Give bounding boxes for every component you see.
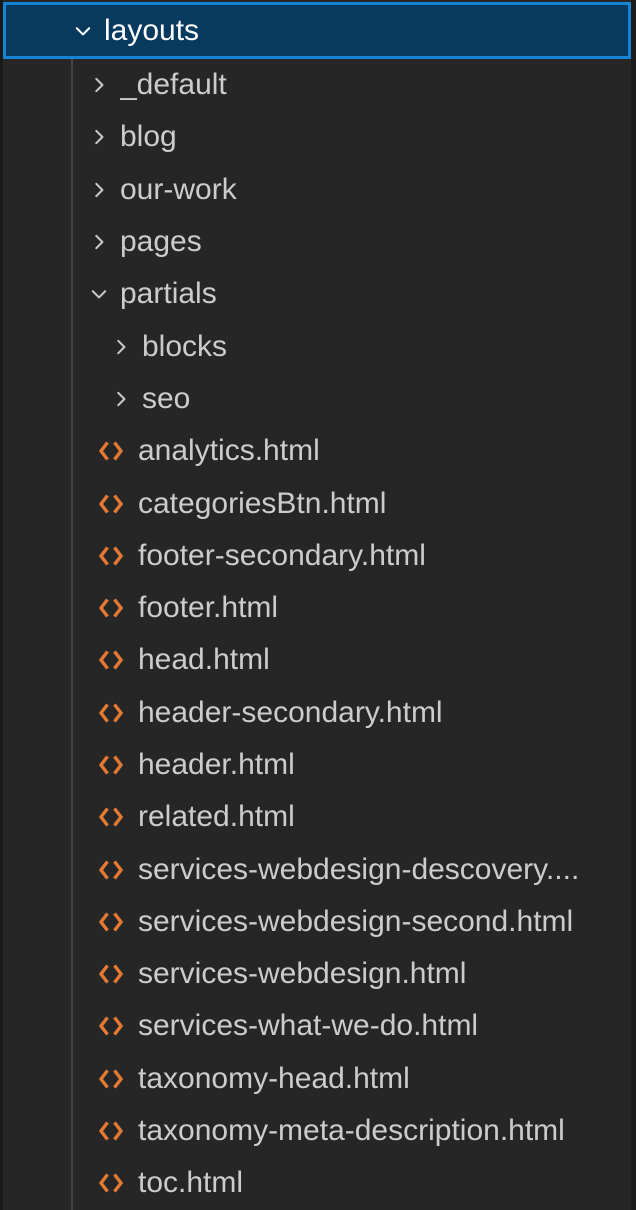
- tree-item-services-webdesign-html[interactable]: services-webdesign.html: [0, 948, 636, 1000]
- tree-item-label: our-work: [120, 174, 237, 205]
- chevron-right-icon[interactable]: [88, 126, 110, 148]
- tree-item-label: partials: [120, 279, 217, 310]
- panel-left-edge: [0, 0, 3, 1210]
- tree-item-label: _default: [120, 70, 227, 101]
- chevron-right-icon[interactable]: [88, 179, 110, 201]
- tree-item-label: related.html: [138, 802, 295, 833]
- tree-item-toc-html[interactable]: toc.html: [0, 1157, 636, 1209]
- html-file-icon: [97, 754, 125, 776]
- tree-item-label: toc.html: [138, 1168, 244, 1199]
- tree-item-label: services-what-we-do.html: [138, 1011, 479, 1042]
- tree-item-services-what-we-do-html[interactable]: services-what-we-do.html: [0, 1000, 636, 1052]
- chevron-right-icon[interactable]: [88, 74, 110, 96]
- html-file-icon: [97, 1120, 125, 1142]
- html-file-icon: [97, 963, 125, 985]
- html-file-icon: [97, 649, 125, 671]
- tree-item-services-webdesign-second-html[interactable]: services-webdesign-second.html: [0, 896, 636, 948]
- chevron-down-icon[interactable]: [88, 283, 110, 305]
- html-file-icon: [97, 911, 125, 933]
- tree-item-label: taxonomy-meta-description.html: [138, 1116, 565, 1147]
- tree-item-label: footer.html: [138, 593, 279, 624]
- chevron-right-icon[interactable]: [110, 388, 132, 410]
- panel-right-edge: [631, 0, 636, 1210]
- chevron-down-icon[interactable]: [72, 20, 94, 42]
- tree-item-label: header.html: [138, 750, 295, 780]
- html-file-icon: [97, 702, 125, 724]
- tree-item-label: categoriesBtn.html: [138, 488, 387, 519]
- tree-item-label: seo: [142, 383, 191, 414]
- html-file-icon: [97, 493, 125, 515]
- tree-item-header-html[interactable]: header.html: [0, 739, 636, 791]
- tree-item-label: blocks: [142, 331, 228, 362]
- tree-item-header-secondary-html[interactable]: header-secondary.html: [0, 687, 636, 739]
- tree-item-our-work[interactable]: our-work: [0, 164, 636, 216]
- html-file-icon: [97, 440, 125, 462]
- tree-item-label: taxonomy-head.html: [138, 1063, 410, 1094]
- tree-item-label: pages: [120, 227, 202, 258]
- html-file-icon: [97, 1068, 125, 1090]
- tree-item-label: blog: [120, 122, 177, 153]
- tree-item-label: analytics.html: [138, 436, 320, 467]
- html-file-icon: [97, 597, 125, 619]
- tree-item-taxonomy-meta-description-html[interactable]: taxonomy-meta-description.html: [0, 1105, 636, 1157]
- tree-item-head-html[interactable]: head.html: [0, 634, 636, 686]
- tree-item-services-webdesign-descovery-html[interactable]: services-webdesign-descovery....: [0, 843, 636, 895]
- tree-item-blog[interactable]: blog: [0, 111, 636, 163]
- html-file-icon: [97, 806, 125, 828]
- tree-item-related-html[interactable]: related.html: [0, 791, 636, 843]
- tree-item-default[interactable]: _default: [0, 59, 636, 111]
- tree-item-footer-html[interactable]: footer.html: [0, 582, 636, 634]
- tree-item-label: services-webdesign-second.html: [138, 906, 574, 937]
- tree-item-pages[interactable]: pages: [0, 216, 636, 268]
- html-file-icon: [97, 859, 125, 881]
- tree-item-label: head.html: [138, 645, 270, 676]
- tree-item-partials[interactable]: partials: [0, 268, 636, 320]
- tree-item-label: services-webdesign.html: [138, 959, 467, 990]
- tree-item-label: layouts: [104, 15, 200, 46]
- tree-indent-guide: [71, 59, 73, 1210]
- tree-item-analytics-html[interactable]: analytics.html: [0, 425, 636, 477]
- tree-item-label: footer-secondary.html: [138, 540, 426, 571]
- chevron-right-icon[interactable]: [110, 336, 132, 358]
- tree-item-layouts[interactable]: layouts: [3, 2, 631, 59]
- tree-item-taxonomy-head-html[interactable]: taxonomy-head.html: [0, 1053, 636, 1105]
- tree-item-footer-secondary-html[interactable]: footer-secondary.html: [0, 530, 636, 582]
- chevron-right-icon[interactable]: [88, 231, 110, 253]
- html-file-icon: [97, 545, 125, 567]
- tree-item-seo[interactable]: seo: [0, 373, 636, 425]
- tree-item-categoriesbtn-html[interactable]: categoriesBtn.html: [0, 477, 636, 529]
- html-file-icon: [97, 1172, 125, 1194]
- tree-item-label: header-secondary.html: [138, 697, 443, 728]
- tree-item-blocks[interactable]: blocks: [0, 320, 636, 372]
- tree-item-label: services-webdesign-descovery....: [138, 854, 580, 885]
- html-file-icon: [97, 1015, 125, 1037]
